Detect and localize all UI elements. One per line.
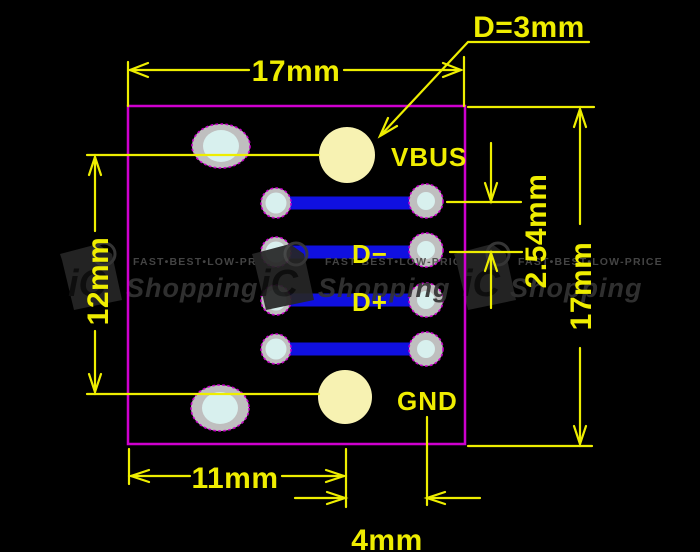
bag-handle-icon (283, 241, 309, 267)
dim-bottom-lines (127, 447, 348, 509)
watermarks: iC FAST•BEST•LOW-PRICE Shopping iC FAST•… (60, 241, 663, 310)
trace-row1 (276, 196, 426, 210)
vbus-label: VBUS (391, 142, 467, 172)
traces (276, 196, 426, 356)
right-pad-2-hole (417, 241, 435, 259)
watermark-1: iC FAST•BEST•LOW-PRICE Shopping (60, 241, 278, 310)
right-pad-1-hole (417, 192, 435, 210)
watermark-tagline: FAST•BEST•LOW-PRICE (133, 256, 278, 268)
watermark-3: iC FAST•BEST•LOW-PRICE Shopping (454, 241, 663, 310)
dim-bottom-label: 11mm (191, 462, 278, 495)
dimension-lines (85, 40, 596, 509)
dminus-label: D− (352, 239, 388, 269)
right-pad-4-hole (417, 340, 435, 358)
trace-dminus (276, 245, 426, 259)
left-pad-4-hole (265, 338, 287, 360)
dim-left-lines (85, 153, 321, 396)
dim-pitch-label: 2.54mm (520, 174, 553, 289)
dimension-labels: 17mm D=3mm 12mm 17mm 2.54mm 11mm 4mm (82, 11, 598, 552)
right-pad-3-hole (417, 291, 435, 309)
hole-leader-arrowhead (377, 116, 399, 139)
gnd-label: GND (397, 386, 458, 416)
dim-offset-lines (293, 415, 482, 507)
watermark-brand: Shopping (510, 273, 642, 303)
dim-bottom-arrowheads (127, 468, 348, 484)
shopping-bag-logo-icon (252, 244, 314, 310)
shopping-bag-logo-icon (454, 244, 516, 310)
dim-right-label: 17mm (565, 242, 598, 331)
watermark-brand: Shopping (126, 273, 258, 303)
hole-leader-line (379, 40, 591, 137)
dim-hole-label: D=3mm (473, 11, 585, 44)
trace-row4 (276, 342, 426, 356)
logo-letters: iC (260, 263, 299, 305)
watermark-tagline: FAST•BEST•LOW-PRICE (518, 256, 663, 268)
shopping-bag-logo-icon (60, 244, 122, 310)
dim-left-arrowheads (87, 153, 103, 396)
pin-labels: VBUS GND D− D+ (352, 142, 467, 416)
dim-pitch-lines (445, 141, 524, 310)
mount-pad-top-hole (203, 130, 239, 162)
dim-offset-arrowheads (325, 490, 447, 506)
dim-right-lines (466, 105, 596, 448)
dim-top-arrowheads (126, 61, 465, 79)
dim-top-lines (126, 55, 466, 108)
dim-pitch-arrowheads (483, 181, 499, 273)
dim-offset-label: 4mm (351, 524, 423, 552)
mount-pad-bottom-hole (202, 392, 238, 424)
dim-left-label: 12mm (82, 237, 115, 326)
bag-handle-icon (91, 241, 117, 267)
logo-letters: iC (68, 263, 107, 305)
vbus-pad (319, 127, 375, 183)
dim-right-arrowheads (572, 105, 588, 448)
dplus-label: D+ (352, 287, 388, 317)
watermark-tagline: FAST•BEST•LOW-PRICE (325, 256, 470, 268)
gnd-pad (318, 370, 372, 424)
watermark-2: iC FAST•BEST•LOW-PRICE Shopping (252, 241, 470, 310)
bag-handle-icon (485, 241, 511, 267)
dim-top-label: 17mm (252, 55, 341, 88)
logo-letters: iC (462, 263, 501, 305)
watermark-brand: Shopping (318, 273, 450, 303)
left-pad-1-hole (265, 192, 287, 214)
board-outline (126, 104, 467, 446)
trace-dplus (276, 293, 426, 307)
